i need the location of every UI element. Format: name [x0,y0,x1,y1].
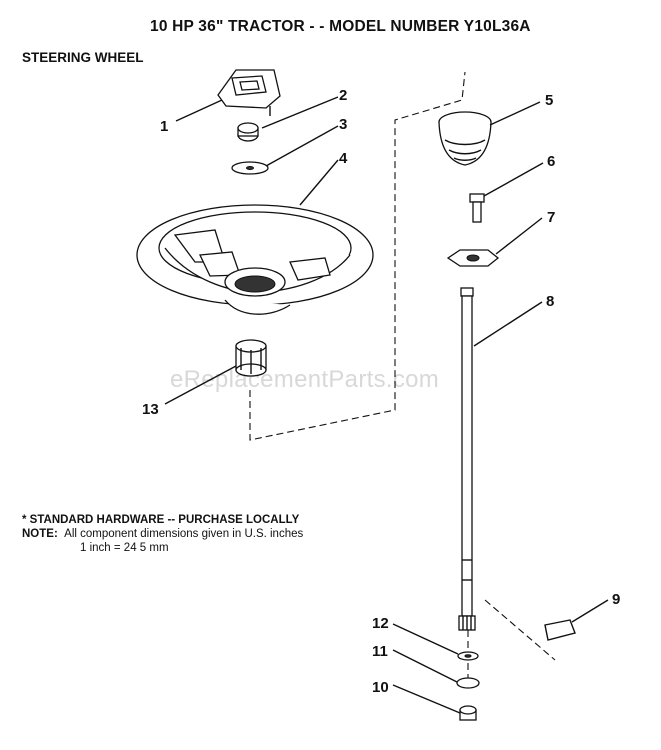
callout-7: 7 [547,209,555,226]
callout-2: 2 [339,87,347,104]
callout-4: 4 [339,150,348,167]
steering-cap [217,69,281,116]
notes-block: * STANDARD HARDWARE -- PURCHASE LOCALLY … [22,513,303,555]
adapter-part-13 [235,339,267,377]
leader-lines [164,96,609,714]
assembly-lines [249,71,556,688]
standard-hardware-note: * STANDARD HARDWARE -- PURCHASE LOCALLY [22,514,300,526]
bearing-flange-part-7 [446,249,500,267]
callout-6: 6 [547,153,555,170]
callout-8: 8 [546,293,554,310]
bolt-part-6 [469,193,485,223]
callout-11: 11 [372,643,388,660]
nut-part-10 [459,705,477,721]
nut-part-2 [237,122,259,142]
callout-12: 12 [372,615,389,632]
callout-9: 9 [612,591,620,608]
retaining-ring-part-11 [456,677,480,689]
callout-10: 10 [372,679,389,696]
steering-wheel [136,204,374,315]
diagram-title: 10 HP 36" TRACTOR - - MODEL NUMBER Y10L3… [150,18,531,35]
callout-3: 3 [339,116,347,133]
pinion-gear [458,615,476,631]
section-title: STEERING WHEEL [22,50,144,65]
callout-5: 5 [545,92,553,109]
pinion-mount-symbol [544,619,576,641]
note-text: All component dimensions given in U.S. i… [64,528,304,540]
conversion-note: 1 inch = 24 5 mm [80,542,169,554]
washer-part-3 [231,161,269,175]
note-label: NOTE: [22,528,58,540]
watermark: eReplacementParts.com [170,366,440,393]
callout-13: 13 [142,401,159,418]
callout-1: 1 [160,118,168,135]
callout-labels: 1 2 3 4 5 6 7 8 9 10 11 12 13 [142,87,620,696]
washer-part-12 [457,651,479,661]
steering-shaft-part-8 [460,287,474,617]
boot-part-5 [438,111,492,166]
